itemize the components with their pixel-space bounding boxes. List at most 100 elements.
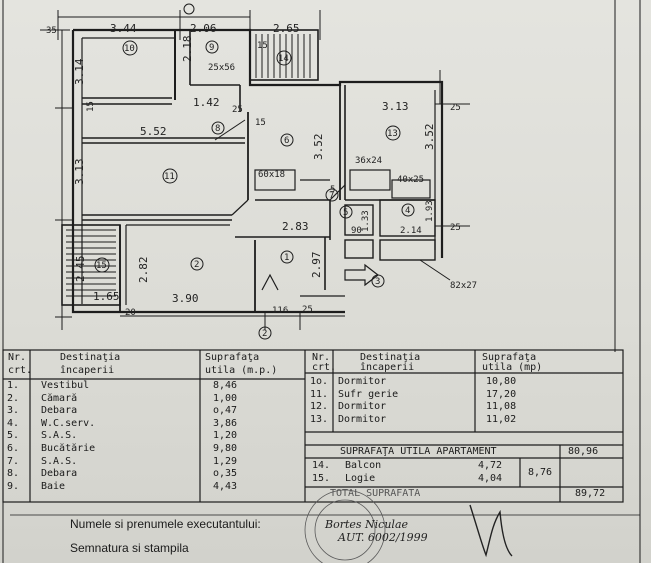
dim-5-52: 5.52 bbox=[140, 125, 167, 138]
row-number: 11. bbox=[310, 388, 329, 400]
table-row: 12. Dormitor 11,08 bbox=[308, 401, 568, 414]
room-area: 1,29 bbox=[213, 455, 238, 467]
dim-25-top-right: 25 bbox=[450, 103, 461, 113]
room-area: 1,20 bbox=[213, 430, 238, 442]
room-marker-5: 5 bbox=[343, 208, 348, 218]
room-marker-4: 4 bbox=[405, 206, 410, 216]
dim-40x25: 40x25 bbox=[397, 175, 424, 185]
balcony-nr: 14. bbox=[312, 460, 331, 471]
table-row: 4. W.C.serv. 3,86 bbox=[5, 418, 305, 431]
room-name: W.C.serv. bbox=[41, 417, 96, 429]
table-row: 8. Debara o,35 bbox=[5, 468, 305, 481]
dim-60x18: 60x18 bbox=[258, 170, 285, 180]
room-marker-10: 10 bbox=[124, 44, 135, 54]
dim-2-97: 2.97 bbox=[310, 252, 323, 279]
row-number: 7. bbox=[7, 455, 20, 467]
executant-label: Numele si prenumele executantului: bbox=[70, 517, 261, 531]
dim-3-90: 3.90 bbox=[172, 292, 199, 305]
row-number: 8. bbox=[7, 468, 20, 480]
room-name: Debara bbox=[41, 405, 78, 417]
room-name: Baie bbox=[41, 480, 66, 492]
room-area: 1,00 bbox=[213, 392, 238, 404]
left-header-utila: utila (m.p.) bbox=[205, 365, 278, 376]
table-row: 5. S.A.S. 1,20 bbox=[5, 430, 305, 443]
row-number: 3. bbox=[7, 405, 20, 417]
right-header-inc: încaperii bbox=[360, 362, 415, 373]
room-name: Debara bbox=[41, 468, 78, 480]
row-number: 4. bbox=[7, 417, 20, 429]
room-name: Sufr gerie bbox=[338, 388, 399, 400]
room-name: Dormitor bbox=[338, 376, 387, 387]
room-marker-15: 15 bbox=[96, 261, 107, 271]
room-name: S.A.S. bbox=[41, 455, 78, 467]
right-header-nr: Nr. bbox=[312, 352, 331, 363]
table-row: 11. Sufr gerie 17,20 bbox=[308, 389, 568, 402]
dim-room11-height: 3.13 bbox=[73, 159, 86, 186]
room-area: 8,46 bbox=[213, 380, 238, 391]
row-number: 9. bbox=[7, 480, 20, 492]
dim-2-14: 2.14 bbox=[400, 226, 422, 236]
dim-36x24: 36x24 bbox=[355, 156, 382, 166]
dim-20: 20 bbox=[125, 308, 136, 318]
row-number: 13. bbox=[310, 413, 329, 425]
dim-25-bottom: 25 bbox=[302, 305, 313, 315]
row-number: 2. bbox=[7, 392, 20, 404]
room-name: Dormitor bbox=[338, 413, 387, 425]
dim-wall-15-top: 15 bbox=[257, 41, 268, 51]
room-area: 11,02 bbox=[486, 413, 517, 425]
room-name: Dormitor bbox=[338, 401, 387, 413]
room-area: 11,08 bbox=[486, 401, 517, 413]
room-name: S.A.S. bbox=[41, 430, 78, 442]
room-area: o,35 bbox=[213, 468, 238, 480]
room-area: o,47 bbox=[213, 405, 238, 417]
room-marker-9: 9 bbox=[209, 43, 214, 53]
row-number: 12. bbox=[310, 401, 329, 413]
signature-scribble bbox=[469, 504, 513, 558]
left-header-supr: Suprafaţa bbox=[205, 352, 260, 363]
room-marker-11: 11 bbox=[164, 172, 175, 182]
room-area: 4,43 bbox=[213, 480, 238, 492]
room-marker-7: 7 bbox=[329, 191, 334, 201]
total-area-label: TOTAL SUPRAFATA bbox=[330, 488, 421, 499]
table-row: 3. Debara o,47 bbox=[5, 405, 305, 418]
room-marker-1: 1 bbox=[284, 253, 289, 263]
room-area: 17,20 bbox=[486, 388, 517, 400]
dim-1-42: 1.42 bbox=[193, 96, 220, 109]
dim-room10-width: 3.44 bbox=[110, 22, 137, 35]
loggia-label: Logie bbox=[345, 473, 376, 484]
table-row: 7. S.A.S. 1,29 bbox=[5, 456, 305, 469]
left-header-nr: Nr. bbox=[8, 352, 27, 363]
loggia-nr: 15. bbox=[312, 473, 331, 484]
room-marker-8: 8 bbox=[215, 124, 220, 134]
balcony-area: 4,72 bbox=[478, 460, 503, 471]
authorization-number: AUT. 6002/1999 bbox=[338, 531, 428, 544]
usable-area-label: SUPRAFAŢA UTILA APARTAMENT bbox=[340, 446, 497, 457]
room-name: Bucătărie bbox=[41, 442, 96, 454]
dim-82x27: 82x27 bbox=[450, 281, 477, 291]
room-area: 10,80 bbox=[486, 376, 517, 387]
table-row: 13. Dormitor 11,02 bbox=[308, 414, 568, 427]
room-area: 3,86 bbox=[213, 417, 238, 429]
left-header-dest: Destinaţia bbox=[60, 352, 121, 363]
left-header-inc: încaperii bbox=[60, 365, 115, 376]
room-marker-2: 2 bbox=[194, 260, 199, 270]
row-number: 5. bbox=[7, 430, 20, 442]
dim-2-83: 2.83 bbox=[282, 220, 309, 233]
room-marker-entrance: 2 bbox=[262, 329, 267, 339]
dim-25-bath: 25 bbox=[232, 105, 243, 115]
dim-5: 5 bbox=[330, 185, 335, 195]
room-name: Cămară bbox=[41, 392, 78, 404]
dim-room9-height: 2.18 bbox=[181, 36, 194, 63]
room-marker-3: 3 bbox=[375, 277, 380, 287]
table-row: 1o. Dormitor 10,80 bbox=[308, 376, 568, 389]
executant-name: Bortes Niculae bbox=[325, 518, 409, 531]
loggia-area: 4,04 bbox=[478, 473, 503, 484]
row-number: 1o. bbox=[310, 376, 329, 387]
dim-25-bottom-right: 25 bbox=[450, 223, 461, 233]
dim-1-65: 1.65 bbox=[93, 290, 120, 303]
row-number: 6. bbox=[7, 442, 20, 454]
dim-room13-width: 3.13 bbox=[382, 100, 409, 113]
